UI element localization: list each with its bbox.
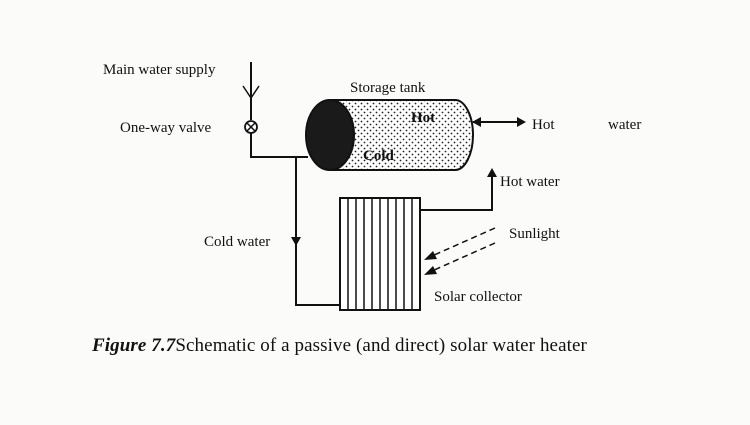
figure-caption: Figure 7.7Schematic of a passive (and di…	[92, 335, 587, 357]
hot-water-label: Hot water	[500, 174, 560, 190]
hot-outlet-label: Hot	[532, 117, 555, 133]
storage-tank	[305, 99, 474, 171]
figure-number: Figure 7.7	[92, 335, 176, 356]
water-outlet-label: water	[608, 117, 641, 133]
main-supply-pipe	[242, 62, 260, 120]
cold-water-pipe	[291, 156, 340, 306]
tank-cold-label: Cold	[363, 148, 395, 164]
inlet-pipe	[250, 133, 308, 158]
sunlight-label: Sunlight	[509, 226, 561, 242]
one-way-valve-label: One-way valve	[120, 120, 212, 136]
valve-icon	[244, 120, 258, 134]
solar-collector	[339, 197, 421, 311]
hot-outlet-arrow	[472, 117, 526, 127]
solar-collector-label: Solar collector	[434, 289, 522, 305]
hot-return-pipe	[420, 168, 497, 211]
tank-hot-label: Hot	[411, 110, 435, 126]
cold-water-label: Cold water	[204, 234, 270, 250]
main-water-supply-label: Main water supply	[103, 62, 216, 78]
storage-tank-label: Storage tank	[350, 80, 426, 96]
caption-text: Schematic of a passive (and direct) sola…	[175, 335, 587, 356]
sunlight-rays	[424, 227, 496, 275]
